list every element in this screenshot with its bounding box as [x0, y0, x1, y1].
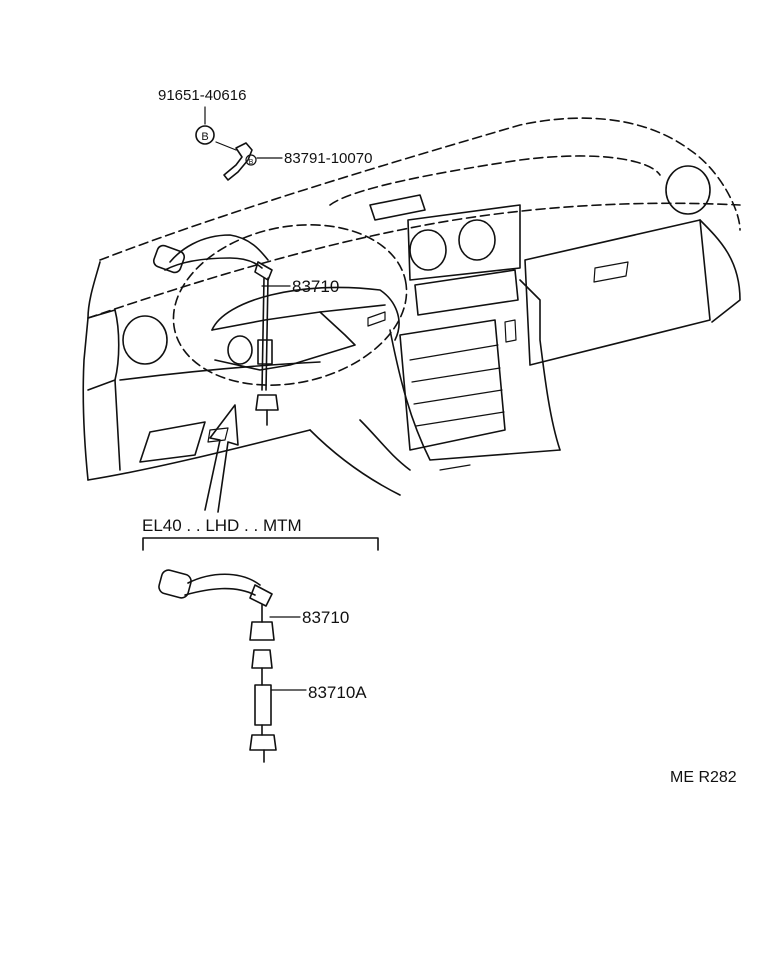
cluster-hood	[211, 286, 400, 341]
dashboard-outline	[82, 117, 741, 496]
detail-cable-loop-inner	[184, 587, 256, 596]
clamp-part-number: 83791-10070	[284, 150, 372, 167]
dash-right-end	[699, 219, 741, 323]
cluster-gauge-left	[227, 335, 253, 365]
bolt-marker-letter: B	[201, 131, 208, 143]
center-stack-line3	[413, 389, 503, 405]
dash-left-edge	[82, 261, 101, 481]
upper-center-dashed	[329, 155, 661, 206]
left-vent	[122, 315, 168, 365]
center-stack-knob	[504, 319, 517, 343]
console-left	[389, 329, 561, 461]
detail-gear-3	[249, 734, 277, 751]
dash-left-panel-line	[114, 379, 121, 471]
clamp-marker-circle	[245, 154, 257, 166]
center-vent-right	[458, 219, 496, 261]
lower-left-switch	[207, 427, 229, 443]
detail-arrow-shape	[204, 404, 239, 513]
variant-detail: EL40 . . LHD . . MTM 83710 83710A	[142, 516, 379, 763]
cable-grommet	[257, 339, 273, 365]
meter-connector	[152, 244, 186, 274]
cable-down-2	[265, 277, 269, 391]
variant-bracket	[142, 537, 379, 551]
detail-arrow	[204, 404, 239, 513]
console-detail	[439, 464, 471, 471]
clamp-callout: B 83791-10070	[215, 141, 372, 181]
cluster-upper-face	[211, 304, 386, 331]
detail-meter-connector	[158, 569, 192, 599]
detail-part-number-83710: 83710	[302, 608, 349, 627]
dash-top-dashed	[87, 202, 741, 319]
windshield-base-dashed	[99, 117, 741, 261]
center-vent-left	[409, 229, 447, 271]
glovebox-handle	[593, 261, 629, 283]
center-stack-line4	[415, 411, 505, 427]
lower-left-cover	[139, 421, 206, 463]
cluster-face	[214, 311, 356, 371]
center-stack-line1	[409, 344, 499, 361]
detail-gear-2	[251, 649, 273, 669]
bolt-marker-circle	[195, 125, 215, 145]
cable-part-number: 83710	[292, 277, 339, 296]
reference-code: ME R282	[670, 769, 737, 786]
detail-gear-1	[249, 621, 275, 641]
speedometer-cable-installed: 83710	[152, 234, 339, 426]
floor-line	[309, 429, 401, 496]
cluster-indicator	[367, 311, 386, 327]
detail-adapter	[254, 684, 272, 726]
cable-down	[261, 277, 265, 391]
center-stack-line2	[411, 367, 501, 383]
cable-top-loop-inner	[164, 257, 263, 271]
bolt-part-number: 91651-40616	[158, 87, 246, 104]
dash-left-face	[87, 309, 120, 391]
clamp-marker-letter: B	[249, 159, 254, 166]
steering-wheel-dashed	[172, 224, 408, 386]
center-vent-frame	[407, 204, 521, 281]
variant-label: EL40 . . LHD . . MTM	[142, 516, 302, 535]
detail-cable-loop	[187, 573, 261, 586]
console-right	[519, 279, 561, 451]
right-vent	[665, 165, 711, 215]
upper-center-slot	[369, 194, 426, 221]
detail-part-number-83710a: 83710A	[308, 683, 367, 702]
center-display	[414, 269, 519, 316]
detail-cable-joint	[249, 584, 273, 607]
cable-end-gear	[255, 394, 279, 411]
clamp-shape	[223, 142, 253, 181]
center-stack	[399, 319, 506, 451]
dash-lower-edge	[87, 429, 311, 481]
cable-joint	[254, 261, 273, 281]
clamp-link-line	[215, 141, 237, 151]
floor-line-2	[359, 419, 411, 471]
glovebox	[524, 219, 711, 366]
bolt-callout: 91651-40616 B	[158, 87, 246, 145]
